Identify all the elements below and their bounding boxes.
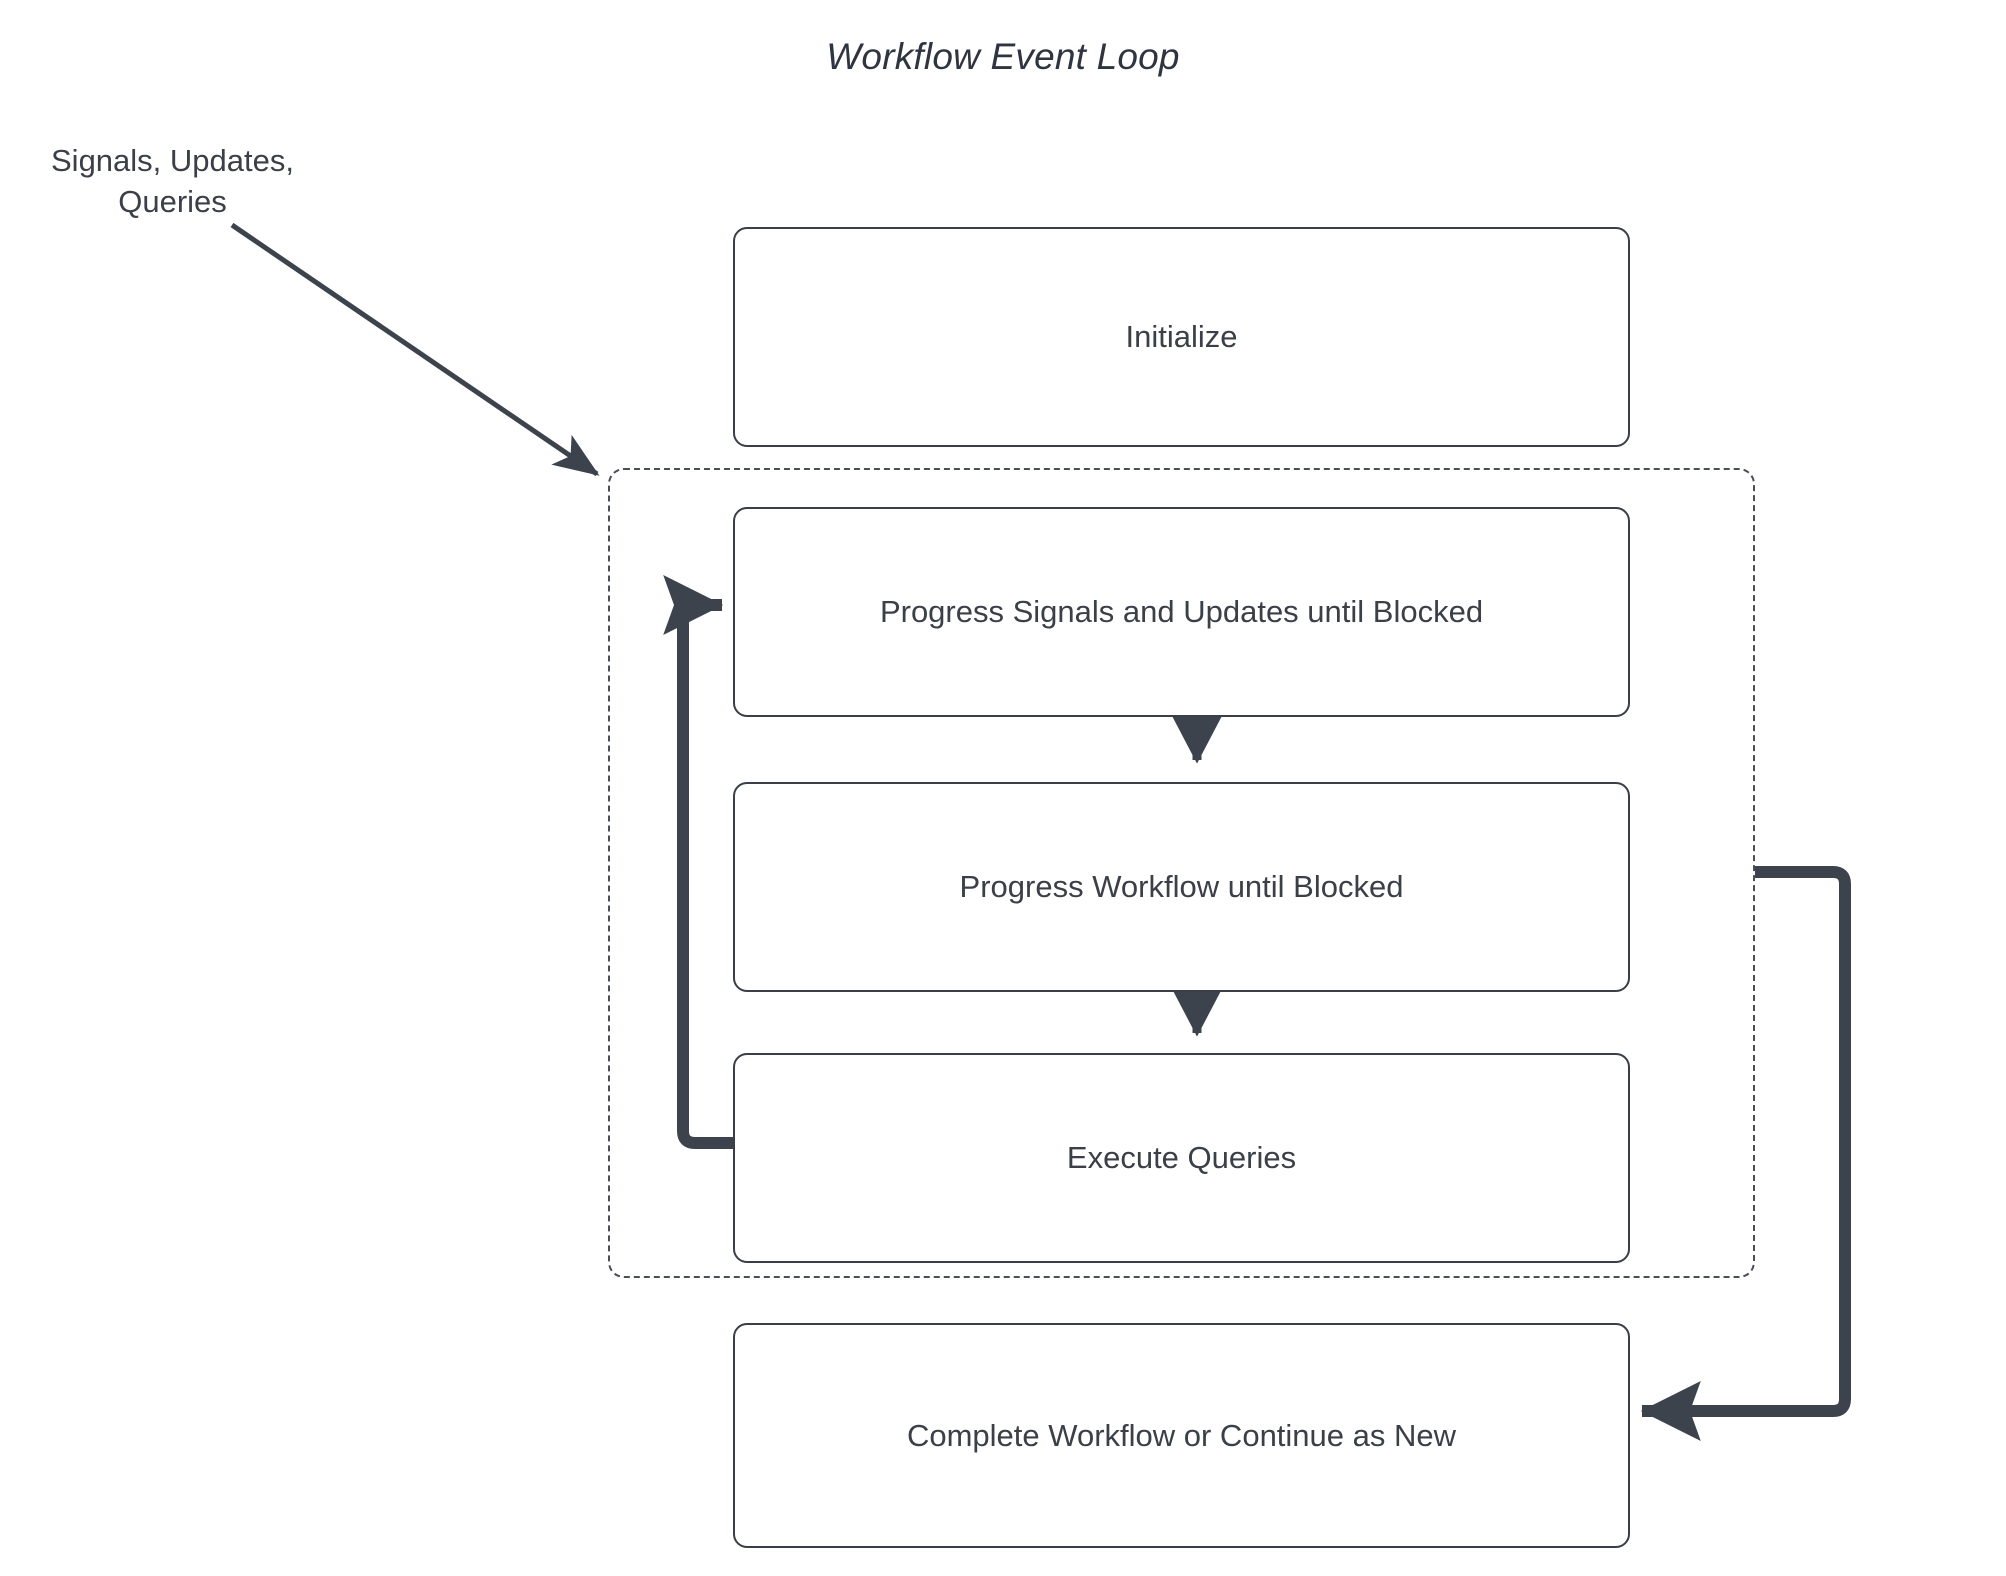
node-progress-signals-updates[interactable]: Progress Signals and Updates until Block… xyxy=(733,507,1630,717)
node-execute-queries[interactable]: Execute Queries xyxy=(733,1053,1630,1263)
node-initialize-label: Initialize xyxy=(1125,319,1238,354)
node-complete-workflow[interactable]: Complete Workflow or Continue as New xyxy=(733,1323,1630,1548)
node-complete-workflow-label: Complete Workflow or Continue as New xyxy=(906,1417,1457,1453)
node-execute-queries-label: Execute Queries xyxy=(1066,1140,1297,1175)
node-progress-signals-updates-label: Progress Signals and Updates until Block… xyxy=(879,594,1484,629)
node-initialize[interactable]: Initialize xyxy=(733,227,1630,447)
page-title: Workflow Event Loop xyxy=(826,36,1180,77)
external-input-label: Signals, Updates, Queries xyxy=(20,140,325,222)
node-progress-workflow[interactable]: Progress Workflow until Blocked xyxy=(733,782,1630,992)
edge-signals-to-loop xyxy=(230,222,600,477)
node-progress-workflow-label: Progress Workflow until Blocked xyxy=(959,869,1404,904)
external-input-label-line1: Signals, Updates, xyxy=(51,143,294,178)
event-loop-group xyxy=(608,468,1755,1278)
external-input-label-line2: Queries xyxy=(118,184,227,219)
